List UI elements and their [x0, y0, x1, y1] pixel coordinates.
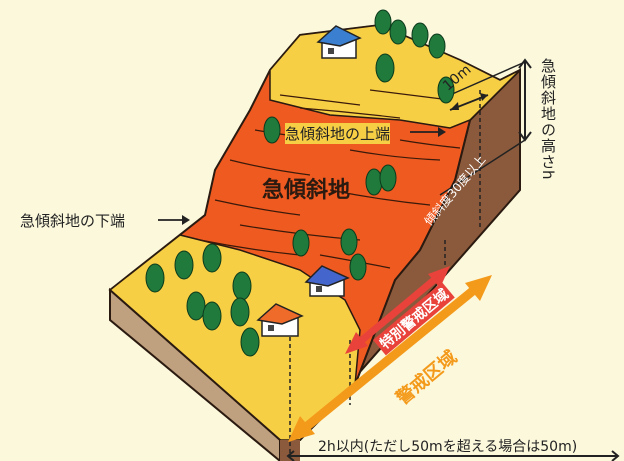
ten-meter-arrowhead — [450, 102, 459, 110]
tree-icon — [174, 250, 194, 280]
block-front-face — [109, 287, 281, 461]
tree-icon — [379, 164, 397, 192]
tree-icon — [230, 297, 250, 327]
extent-arrow — [286, 450, 620, 461]
label-pointers — [158, 131, 440, 221]
tree-icon — [186, 291, 206, 321]
trees — [145, 9, 455, 357]
tree-icon — [263, 116, 281, 144]
slope-name-label: 急傾斜地 — [262, 178, 351, 203]
warning-zone-arrow — [288, 275, 492, 442]
tree-icon — [145, 263, 165, 293]
tree-icon — [365, 168, 383, 196]
tree-icon — [437, 76, 455, 104]
tree-icon — [232, 271, 252, 301]
house-icon — [256, 303, 304, 337]
slope-top-line — [449, 61, 526, 96]
house-icon — [304, 265, 350, 297]
tree-icon — [374, 9, 392, 35]
lower-edge-arrowhead — [182, 215, 190, 225]
tree-icon — [349, 253, 367, 281]
height-label: 急傾斜地の高さh — [539, 58, 557, 181]
tree-icon — [375, 53, 395, 83]
tree-icon — [389, 19, 407, 45]
tree-icon — [340, 228, 358, 256]
tree-icon — [428, 33, 446, 59]
tree-icon — [202, 301, 222, 331]
tree-icon — [292, 229, 310, 257]
upper-edge-label: 急傾斜地の上端 — [285, 123, 391, 144]
extent-label: 2h以内(ただし50mを超える場合は50m) — [318, 439, 578, 455]
tree-icon — [240, 327, 260, 357]
upper-edge-arrowhead — [438, 127, 446, 137]
special-zone-arrow — [345, 266, 450, 354]
tree-icon — [411, 22, 429, 48]
slope-bottom-line — [439, 139, 526, 196]
lower-edge-label: 急傾斜地の下端 — [20, 212, 126, 230]
house-icon — [316, 25, 362, 59]
ten-meter-arrowhead-2 — [480, 93, 488, 101]
tree-icon — [202, 243, 222, 273]
